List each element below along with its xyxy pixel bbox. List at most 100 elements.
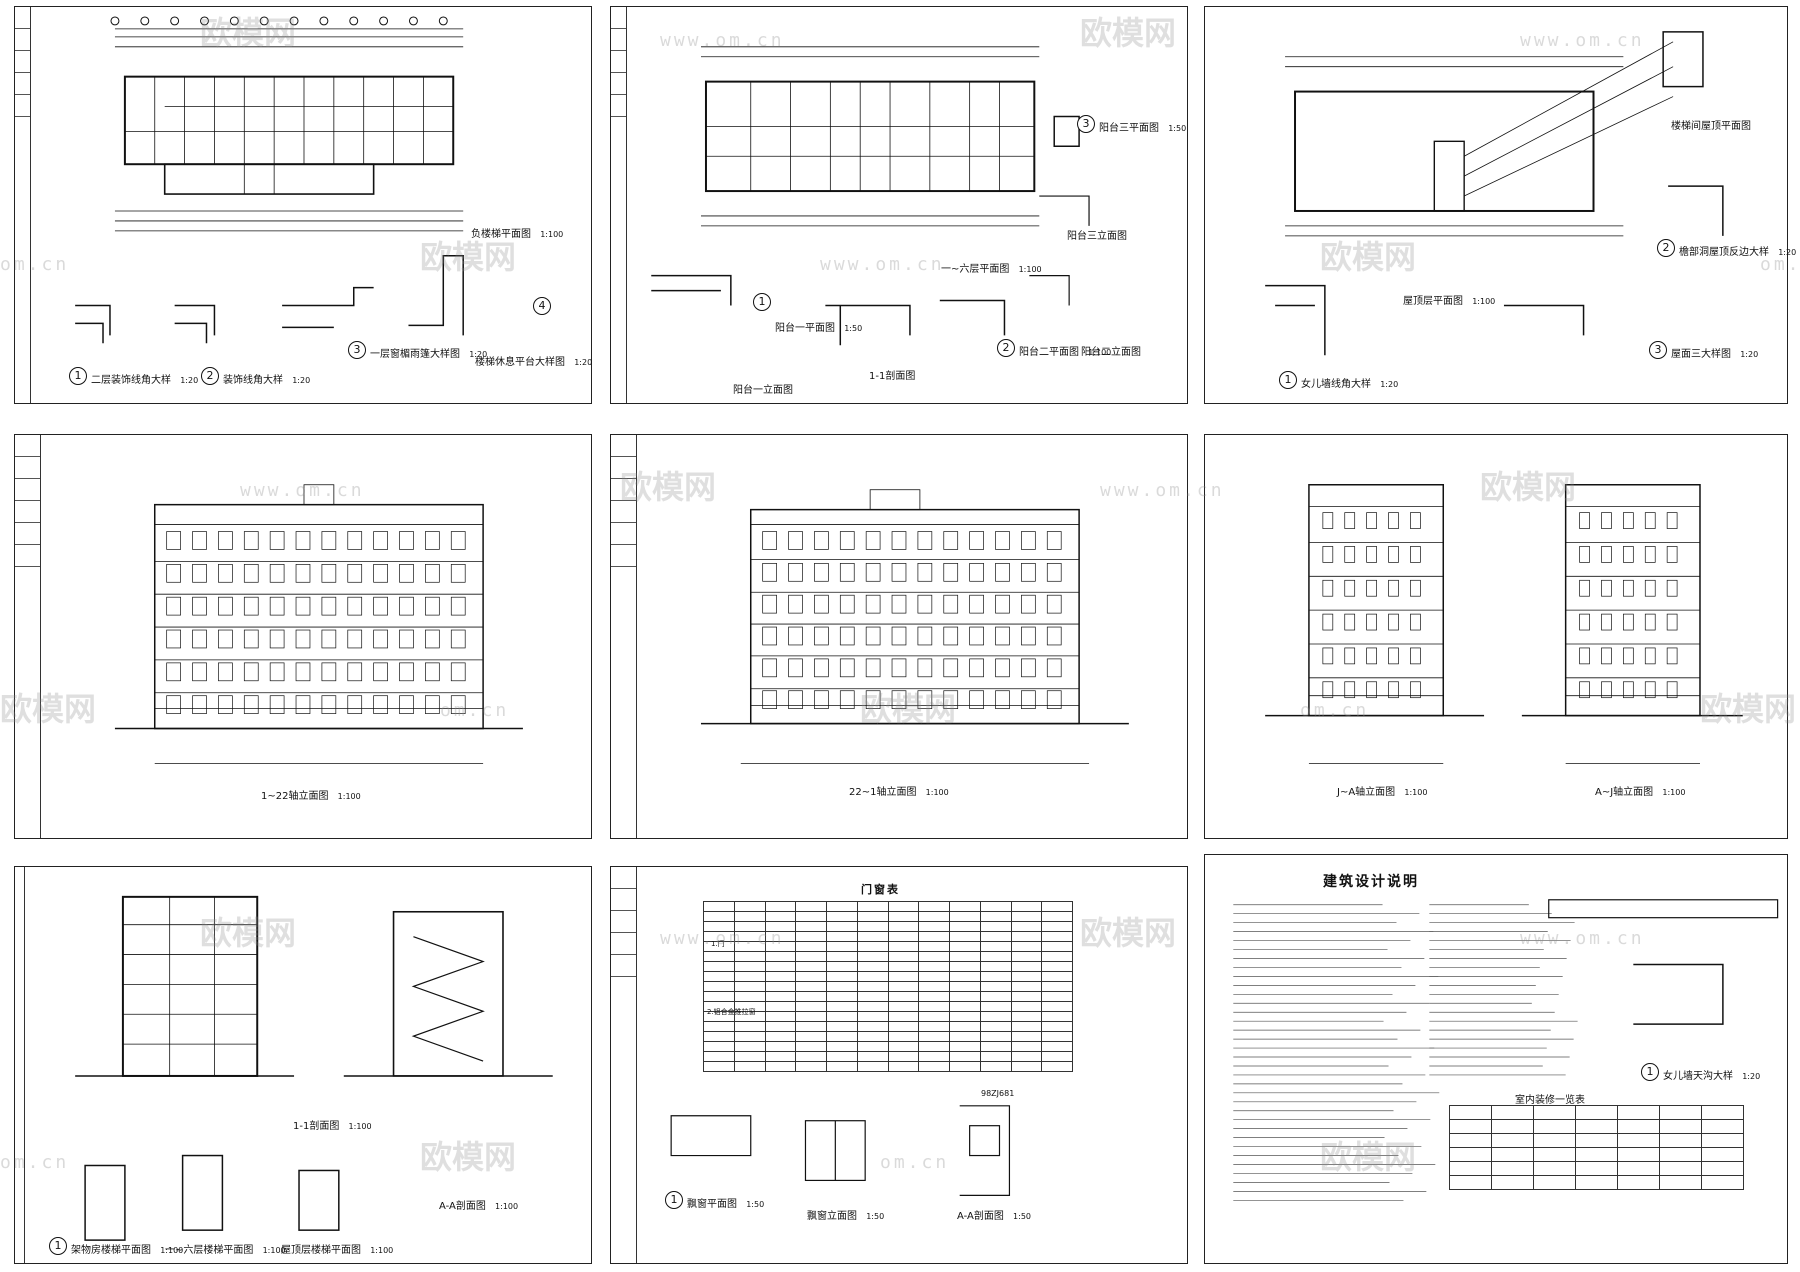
detail-1-bubble: 1 xyxy=(753,293,771,311)
detail-2-caption: 阳台二平面图 1:100 xyxy=(1019,343,1111,358)
window-mark xyxy=(192,531,207,550)
window-mark xyxy=(295,662,311,682)
window-mark xyxy=(1388,579,1399,597)
plan-title: 一~六层平面图 xyxy=(941,264,1010,275)
table-row xyxy=(1449,1133,1744,1148)
stair-3-caption: 屋顶层楼梯平面图 1:100 xyxy=(281,1241,393,1256)
window-mark xyxy=(762,594,777,614)
detail-1-caption: 二层装饰线角大样 1:20 xyxy=(91,371,198,386)
table-row xyxy=(703,981,1073,992)
drawing-sheet-2: 一~六层平面图 1:100 1 阳台一平面图 1:50 2 阳台二平面图 1:1… xyxy=(610,6,1188,404)
window-mark xyxy=(1322,512,1334,529)
window-mark xyxy=(1388,613,1399,631)
window-mark xyxy=(969,531,984,550)
table-title: 门窗表 xyxy=(861,883,900,896)
window-mark xyxy=(1410,681,1421,699)
window-mark xyxy=(839,531,855,550)
detail-3-label: 阳台三平面图 xyxy=(1099,123,1159,134)
window-mark xyxy=(450,564,466,583)
window-mark xyxy=(166,629,181,649)
section-aa-caption: A-A剖面图 1:100 xyxy=(439,1197,518,1212)
window-mark xyxy=(1410,512,1421,529)
detail-2-bubble: 2 xyxy=(201,367,219,385)
window-mark xyxy=(1322,546,1334,563)
section-aa-scale: 1:100 xyxy=(495,1202,519,1211)
window-mark xyxy=(269,629,285,649)
detail-3-bubble: 3 xyxy=(348,341,366,359)
window-mark xyxy=(218,596,233,616)
window-mark xyxy=(1388,647,1399,665)
left-elevation-scale: 1:100 xyxy=(1404,788,1428,797)
window-mark xyxy=(1344,613,1356,631)
misc-caption-2: 1-1剖面图 xyxy=(869,371,916,382)
window-mark xyxy=(1666,546,1678,563)
elevation-title: 22~1轴立面图 xyxy=(849,787,917,798)
bay-window-drawing xyxy=(670,1105,1011,1196)
detail-3-scale: 1:50 xyxy=(1013,1212,1032,1221)
window-mark xyxy=(1021,658,1036,678)
window-mark xyxy=(943,563,959,582)
window-mark xyxy=(917,658,933,678)
window-mark xyxy=(1579,546,1590,563)
window-mark xyxy=(917,626,933,646)
left-elevation-title: J~A轴立面图 xyxy=(1337,787,1396,798)
window-mark xyxy=(995,658,1010,678)
window-mark xyxy=(347,662,363,682)
window-mark xyxy=(1601,647,1612,665)
drawing-sheet-1: 负楼梯平面图 1:100 1 二层装饰线角大样 1:20 2 装饰线角大样 1:… xyxy=(14,6,592,404)
section-title: 1-1剖面图 xyxy=(293,1121,340,1132)
detail-1-label: 女儿墙天沟大样 xyxy=(1663,1071,1733,1082)
window-mark xyxy=(269,662,285,682)
window-mark xyxy=(995,594,1010,614)
window-mark xyxy=(1344,512,1356,529)
window-mark xyxy=(1366,647,1377,665)
window-mark xyxy=(373,596,388,616)
window-mark xyxy=(1666,681,1678,699)
detail-2-scale: 1:20 xyxy=(292,376,311,385)
detail-1-caption: 女儿墙天沟大样 1:20 xyxy=(1663,1067,1760,1082)
window-mark xyxy=(1021,594,1036,614)
roof-plan-drawing xyxy=(1265,31,1724,356)
window-mark xyxy=(1579,579,1590,597)
window-mark xyxy=(321,531,337,550)
window-mark xyxy=(788,563,803,582)
notes-text-lines xyxy=(1233,899,1779,1201)
window-mark xyxy=(321,564,337,583)
table-row xyxy=(703,1021,1073,1032)
table-row xyxy=(703,1061,1073,1072)
window-mark xyxy=(425,564,440,583)
window-mark xyxy=(995,563,1010,582)
detail-2-caption: 檐部洞屋顶反边大样 1:20 xyxy=(1679,243,1796,258)
window-mark xyxy=(166,695,181,714)
window-mark xyxy=(1644,512,1656,529)
drawing-sheet-6: J~A轴立面图 1:100 A~J轴立面图 1:100 xyxy=(1204,434,1788,839)
window-mark xyxy=(1046,563,1062,582)
table-row xyxy=(1449,1175,1744,1190)
window-mark xyxy=(814,563,829,582)
window-mark xyxy=(243,629,259,649)
window-mark xyxy=(399,531,414,550)
detail-1-label: 阳台一平面图 xyxy=(775,323,835,334)
window-mark xyxy=(450,662,466,682)
window-mark xyxy=(969,594,984,614)
window-mark xyxy=(1601,512,1612,529)
side-elevation-drawing xyxy=(1265,484,1743,764)
window-mark xyxy=(1046,531,1062,550)
detail-3-label: 一层窗楣雨篷大样图 xyxy=(370,349,460,360)
window-mark xyxy=(1644,681,1656,699)
window-mark xyxy=(1410,647,1421,665)
detail-2-caption: 飘窗立面图 1:50 xyxy=(807,1207,884,1222)
window-mark xyxy=(917,594,933,614)
detail-3-caption: 屋面三大样图 1:20 xyxy=(1671,345,1758,360)
window-mark xyxy=(166,531,181,550)
window-mark xyxy=(1410,546,1421,563)
room-table-title: 室内装修一览表 xyxy=(1515,1095,1585,1106)
window-mark xyxy=(347,629,363,649)
stair-2-scale: 1:100 xyxy=(262,1246,286,1255)
window-mark xyxy=(269,596,285,616)
detail-3-bubble: 3 xyxy=(1649,341,1667,359)
window-mark xyxy=(450,596,466,616)
table-row xyxy=(1449,1119,1744,1134)
elevation-drawing xyxy=(114,484,523,764)
window-mark xyxy=(943,690,959,709)
